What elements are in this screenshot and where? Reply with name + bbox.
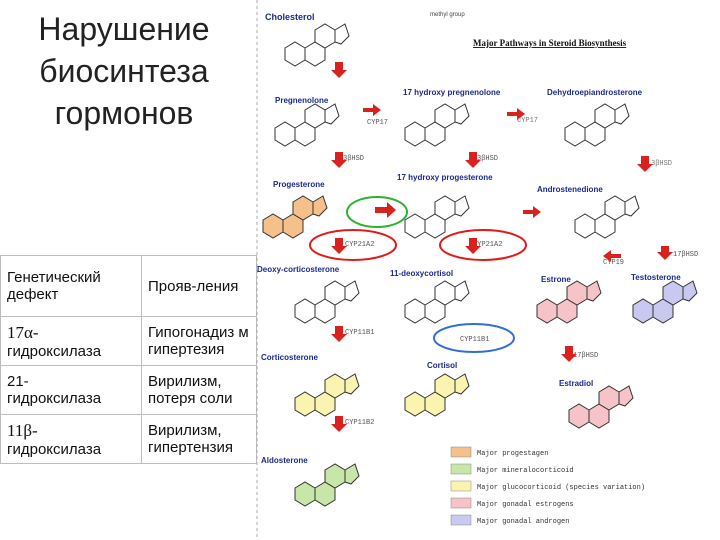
arrow-down-icon xyxy=(331,238,347,254)
arrow-right-icon xyxy=(523,206,541,218)
progesterone-structure xyxy=(262,195,328,239)
manifestation-cell: Гипогонадиз м гипертезия xyxy=(141,316,257,366)
compound-corticosterone: Corticosterone xyxy=(261,353,318,362)
compound-11-deoxycortisol: 11-deoxycortisol xyxy=(390,269,453,278)
androstenedione-structure xyxy=(574,195,640,239)
compound-17oh-pregnenolone: 17 hydroxy pregnenolone xyxy=(403,88,501,97)
arrow-down-icon xyxy=(331,62,347,78)
enzyme-prefix: 11β- xyxy=(7,420,38,440)
deoxycorticosterone-structure xyxy=(294,280,360,324)
manifestation-cell: Вирилизм, потеря соли xyxy=(141,365,257,415)
cholesterol-structure xyxy=(284,23,350,67)
enzyme-17bhsd-b: 17βHSD xyxy=(573,352,598,360)
legend-swatch xyxy=(450,497,472,509)
enzyme-name: гидроксилаза xyxy=(7,342,102,360)
legend-label: Major progestagen xyxy=(477,450,548,458)
arrow-down-icon xyxy=(465,152,481,168)
enzyme-cyp11b2: CYP11B2 xyxy=(345,419,374,427)
arrow-down-icon xyxy=(657,246,673,260)
legend-label: Major gonadal estrogens xyxy=(477,501,574,509)
pregnenolone-structure xyxy=(274,103,340,147)
enzyme-cyp17-b: CYP17 xyxy=(517,117,538,125)
arrow-down-icon xyxy=(465,238,481,254)
compound-deoxycorticosterone: Deoxy-corticosterone xyxy=(257,265,340,274)
compound-estradiol: Estradiol xyxy=(559,379,593,388)
compound-dhea: Dehydroepiandrosterone xyxy=(547,88,643,97)
enzyme-cyp21a2-a: CYP21A2 xyxy=(345,241,374,249)
enzyme-17bhsd-a: 17βHSD xyxy=(673,251,698,259)
legend: Major progestagen Major mineralocorticoi… xyxy=(450,446,645,526)
testosterone-structure xyxy=(632,280,698,324)
highlight-circle-21a xyxy=(309,229,397,261)
corticosterone-structure xyxy=(294,373,360,417)
hydroxypregnenolone-structure xyxy=(404,103,470,147)
legend-swatch xyxy=(450,463,472,475)
header-manifestation: Прояв-ления xyxy=(141,255,257,317)
enzyme-prefix: 17α- xyxy=(7,322,39,342)
enzyme-prefix: 21- xyxy=(7,373,29,390)
enzyme-name: гидроксилаза xyxy=(7,390,102,407)
compound-testosterone: Testosterone xyxy=(631,273,681,282)
compound-pregnenolone: Pregnenolone xyxy=(275,96,329,105)
highlight-circle-21b xyxy=(439,229,527,261)
table-row: 11β-гидроксилаза Вирилизм, гипертензия xyxy=(0,414,257,464)
arrow-down-icon xyxy=(561,346,577,362)
legend-label: Major glucocorticoid (species variation) xyxy=(477,484,645,492)
arrow-down-icon xyxy=(331,326,347,342)
arrow-down-icon xyxy=(331,152,347,168)
defect-cell: 11β-гидроксилаза xyxy=(0,414,142,464)
compound-aldosterone: Aldosterone xyxy=(261,456,308,465)
arrow-left-icon xyxy=(603,250,621,262)
manifestation-cell: Вирилизм, гипертензия xyxy=(141,414,257,464)
enzyme-3bhsd-b: 3βHSD xyxy=(477,155,498,163)
dhea-structure xyxy=(564,103,630,147)
compound-cortisol: Cortisol xyxy=(427,361,457,370)
enzyme-name: гидроксилаза xyxy=(7,440,102,458)
estradiol-structure xyxy=(568,385,634,429)
compound-estrone: Estrone xyxy=(541,275,571,284)
cortisol-structure xyxy=(404,373,470,417)
legend-label: Major mineralocorticoid xyxy=(477,467,574,475)
legend-label: Major gonadal androgen xyxy=(477,518,569,526)
estrone-structure xyxy=(536,280,602,324)
arrow-right-icon xyxy=(507,108,525,120)
legend-swatch xyxy=(450,480,472,492)
arrow-right-icon xyxy=(363,104,381,116)
compound-progesterone: Progesterone xyxy=(273,180,325,189)
enzyme-cyp11b1-b: CYP11B1 xyxy=(460,336,489,344)
highlight-circle-17a xyxy=(346,196,408,228)
table-row: 17α-гидроксилаза Гипогонадиз м гипертези… xyxy=(0,316,257,366)
enzyme-cyp11b1-a: CYP11B1 xyxy=(345,329,374,337)
table-header-row: Генетический дефект Прояв-ления xyxy=(0,255,257,317)
defect-cell: 17α-гидроксилаза xyxy=(0,316,142,366)
enzyme-cyp21a2-b: CYP21A2 xyxy=(473,241,502,249)
steroid-pathway-diagram: Cholesterol methyl group Major Pathways … xyxy=(256,0,698,540)
defect-cell: 21-гидроксилаза xyxy=(0,365,142,415)
compound-cholesterol: Cholesterol xyxy=(265,12,315,22)
enzyme-cyp17-a: CYP17 xyxy=(367,119,388,127)
highlight-circle-11b xyxy=(433,323,515,353)
arrow-down-icon xyxy=(331,416,347,432)
deoxycortisol-structure xyxy=(404,280,470,324)
aldosterone-structure xyxy=(294,463,360,507)
table-row: 21-гидроксилаза Вирилизм, потеря соли xyxy=(0,365,257,415)
enzyme-cyp19: CYP19 xyxy=(603,259,624,267)
defect-table: Генетический дефект Прояв-ления 17α-гидр… xyxy=(0,255,257,464)
enzyme-3bhsd-a: 3βHSD xyxy=(343,155,364,163)
legend-swatch xyxy=(450,446,472,458)
arrow-down-icon xyxy=(637,156,653,172)
arrow-right-icon xyxy=(375,202,396,218)
pathway-arrows xyxy=(331,62,673,432)
legend-swatch xyxy=(450,514,472,526)
methyl-group-label: methyl group xyxy=(430,12,465,18)
compound-androstenedione: Androstenedione xyxy=(537,185,603,194)
header-defect: Генетический дефект xyxy=(0,255,142,317)
compound-17oh-progesterone: 17 hydroxy progesterone xyxy=(397,173,493,182)
enzyme-3bhsd-c: 3βHSD xyxy=(651,160,672,168)
diagram-title: Major Pathways in Steroid Biosynthesis xyxy=(473,38,627,48)
slide-title: Нарушение биосинтеза гормонов xyxy=(38,11,210,131)
